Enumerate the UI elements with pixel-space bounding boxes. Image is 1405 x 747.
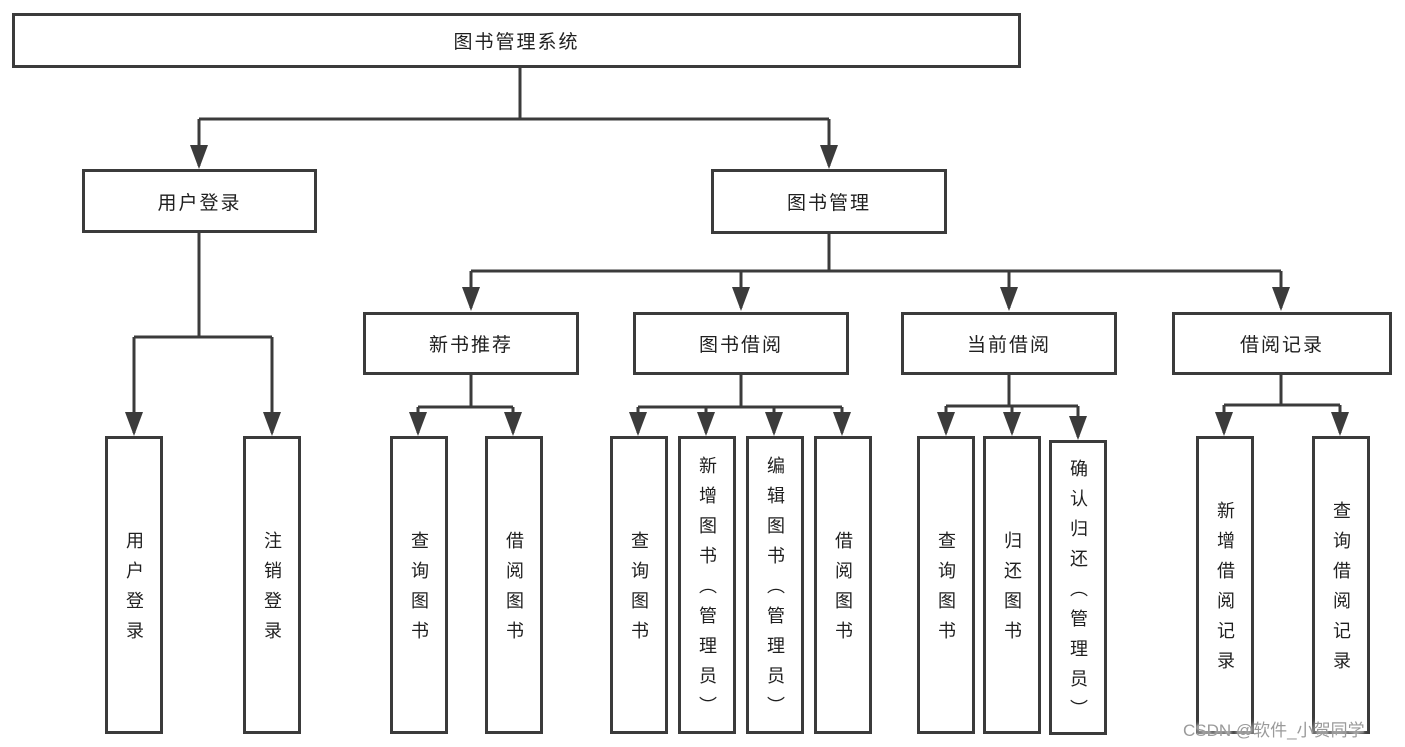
leaf-borrow-books-recommend-label: 借阅图书: [504, 531, 524, 651]
leaf-confirm-return-admin-label: 确认归还（管理员）: [1068, 458, 1088, 729]
node-user-login: 用户登录: [82, 169, 317, 233]
node-book-borrowing-label: 图书借阅: [698, 335, 783, 356]
leaf-confirm-return-admin: 确认归还（管理员）: [1049, 440, 1107, 735]
root-node-library-system: 图书管理系统: [12, 13, 1021, 68]
leaf-borrow-books-borrow-label: 借阅图书: [833, 531, 853, 651]
leaf-query-books-borrow: 查询图书: [610, 436, 668, 734]
node-current-borrowing-label: 当前借阅: [966, 335, 1051, 356]
leaf-add-borrow-record: 新增借阅记录: [1196, 436, 1254, 734]
leaf-borrow-books-recommend: 借阅图书: [485, 436, 543, 734]
leaf-query-books-recommend-label: 查询图书: [409, 531, 429, 651]
leaf-query-borrow-record-label: 查询借阅记录: [1331, 501, 1351, 681]
node-borrowing-records-label: 借阅记录: [1239, 335, 1324, 356]
leaf-add-borrow-record-label: 新增借阅记录: [1215, 501, 1235, 681]
leaf-edit-book-admin: 编辑图书（管理员）: [746, 436, 804, 734]
leaf-query-books-borrow-label: 查询图书: [629, 531, 649, 651]
node-borrowing-records: 借阅记录: [1172, 312, 1392, 375]
leaf-user-login-label: 用户登录: [124, 531, 144, 651]
watermark-csdn: CSDN @软件_小贺同学: [1183, 721, 1365, 740]
leaf-edit-book-admin-label: 编辑图书（管理员）: [765, 456, 785, 726]
leaf-user-login: 用户登录: [105, 436, 163, 734]
root-node-label: 图书管理系统: [453, 32, 580, 53]
leaf-query-books-current: 查询图书: [917, 436, 975, 734]
leaf-logout-label: 注销登录: [262, 531, 282, 651]
node-current-borrowing: 当前借阅: [901, 312, 1117, 375]
leaf-query-books-recommend: 查询图书: [390, 436, 448, 734]
leaf-add-book-admin-label: 新增图书（管理员）: [697, 456, 717, 726]
leaf-return-book: 归还图书: [983, 436, 1041, 734]
node-new-book-recommendation: 新书推荐: [363, 312, 579, 375]
leaf-logout: 注销登录: [243, 436, 301, 734]
node-book-management: 图书管理: [711, 169, 947, 234]
leaf-query-borrow-record: 查询借阅记录: [1312, 436, 1370, 734]
leaf-borrow-books-borrow: 借阅图书: [814, 436, 872, 734]
node-book-management-label: 图书管理: [786, 193, 871, 214]
leaf-add-book-admin: 新增图书（管理员）: [678, 436, 736, 734]
leaf-return-book-label: 归还图书: [1002, 531, 1022, 651]
leaf-query-books-current-label: 查询图书: [936, 531, 956, 651]
node-new-book-recommendation-label: 新书推荐: [428, 335, 513, 356]
node-user-login-label: 用户登录: [157, 192, 242, 214]
node-book-borrowing: 图书借阅: [633, 312, 849, 375]
